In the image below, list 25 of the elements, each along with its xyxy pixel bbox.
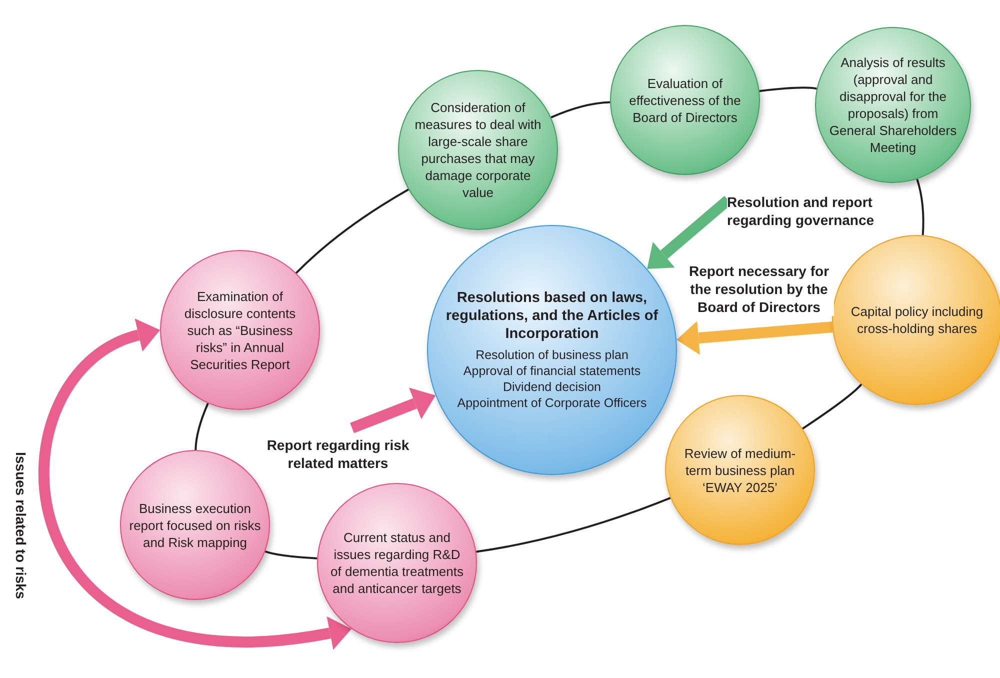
circle-text: Analysis of results (approval and disapproval for the proposals) from General Shareholders Meeting	[828, 54, 958, 156]
circle-heading: Resolutions based on laws, regulations, and the Articles of Incorporation	[444, 289, 660, 343]
connector-line	[476, 497, 671, 553]
circle-text: Evaluation of effectiveness of the Board of Directors	[628, 74, 742, 126]
circle-text: Consideration of measures to deal with large-scale share purchases that may damage corporate value	[414, 99, 542, 201]
connector-line	[802, 384, 862, 430]
connector-line	[916, 178, 924, 236]
circle-text: Business execution report focused on risks and Risk mapping	[128, 500, 262, 550]
circle-item: Appointment of Corporate Officers	[457, 395, 647, 411]
connector-line	[550, 101, 610, 118]
connector-line	[194, 402, 209, 450]
block-arrow	[676, 321, 833, 355]
connector-line	[264, 550, 318, 560]
circle-item: Resolution of business plan	[476, 347, 628, 363]
connector-line	[759, 86, 817, 92]
block-arrow	[38, 319, 352, 650]
circle-text: Capital policy including cross-holding shares	[850, 303, 984, 337]
circle-text: Current status and issues regarding R&D of dementia treatments and anticancer targets	[330, 529, 464, 597]
circle-text: Review of medium-term business plan ‘EWAY 2025’	[683, 444, 797, 496]
circle-text: Examination of disclosure contents such as “Business risks” in Annual Securities Report	[183, 288, 297, 372]
block-arrow	[350, 388, 436, 434]
topic-circle	[665, 395, 815, 545]
circle-item: Approval of financial statements	[463, 363, 641, 379]
circle-item: Dividend decision	[503, 379, 601, 395]
connector-line	[295, 188, 409, 274]
